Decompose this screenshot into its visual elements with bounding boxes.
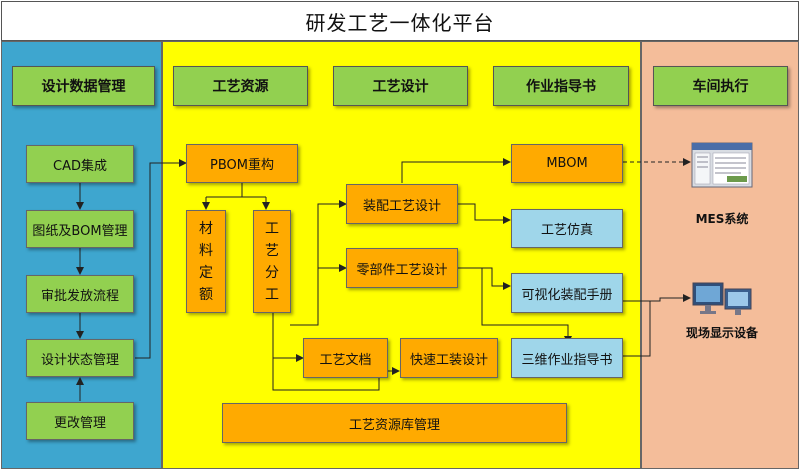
process-design-header: 工艺设计 bbox=[333, 66, 468, 106]
design-status-box[interactable]: 设计状态管理 bbox=[26, 339, 134, 377]
material-quota-char: 材 bbox=[199, 220, 213, 237]
3d-work-instruction-box[interactable]: 三维作业指导书 bbox=[511, 338, 623, 378]
workshop-column bbox=[641, 41, 799, 469]
design-data-column bbox=[1, 41, 162, 469]
process-division-char: 分 bbox=[265, 264, 279, 281]
change-management-box[interactable]: 更改管理 bbox=[26, 402, 134, 440]
design-data-header: 设计数据管理 bbox=[12, 66, 155, 106]
drawing-bom-box[interactable]: 图纸及BOM管理 bbox=[26, 210, 134, 248]
material-quota-char: 额 bbox=[199, 286, 213, 303]
parts-process-design-box[interactable]: 零部件工艺设计 bbox=[346, 248, 458, 288]
arrow-division-to-docs bbox=[272, 313, 304, 362]
arrow-assembly-to-simulation bbox=[458, 203, 511, 224]
process-resource-header: 工艺资源 bbox=[173, 66, 308, 106]
arrow-division-to-assembly bbox=[290, 200, 347, 326]
arrow-visual-to-display bbox=[623, 294, 691, 302]
process-division-char: 工 bbox=[265, 220, 279, 237]
visual-assembly-manual-box[interactable]: 可视化装配手册 bbox=[511, 273, 623, 313]
mes-system-label: MES系统 bbox=[695, 212, 749, 226]
process-division-char: 工 bbox=[265, 286, 279, 303]
arrow-3d-to-display bbox=[623, 301, 651, 357]
workshop-execution-header: 车间执行 bbox=[653, 66, 788, 106]
process-docs-box[interactable]: 工艺文档 bbox=[303, 338, 388, 378]
process-simulation-box[interactable]: 工艺仿真 bbox=[511, 209, 623, 248]
arrow-status-to-pbom bbox=[135, 159, 187, 359]
mbom-box[interactable]: MBOM bbox=[511, 144, 623, 183]
display-device-icon bbox=[691, 281, 753, 321]
arrow-parts-to-visual bbox=[458, 267, 511, 290]
fast-fixture-design-box[interactable]: 快速工装设计 bbox=[400, 338, 498, 378]
approval-release-box[interactable]: 审批发放流程 bbox=[26, 275, 134, 313]
mes-system-icon bbox=[691, 142, 753, 194]
resource-library-box[interactable]: 工艺资源库管理 bbox=[222, 403, 567, 443]
arrow-parts-to-3d bbox=[481, 268, 572, 344]
page-title: 研发工艺一体化平台 bbox=[1, 1, 799, 41]
display-device-label: 现场显示设备 bbox=[685, 326, 758, 340]
process-division-char: 艺 bbox=[265, 242, 279, 259]
material-quota-box[interactable]: 材 料 定 额 bbox=[186, 210, 226, 313]
cad-integration-box[interactable]: CAD集成 bbox=[26, 145, 134, 183]
pbom-rebuild-box[interactable]: PBOM重构 bbox=[186, 144, 298, 183]
assembly-process-design-box[interactable]: 装配工艺设计 bbox=[346, 184, 458, 224]
process-division-box[interactable]: 工 艺 分 工 bbox=[253, 210, 291, 313]
work-instruction-header: 作业指导书 bbox=[493, 66, 629, 106]
material-quota-char: 定 bbox=[199, 264, 213, 281]
material-quota-char: 料 bbox=[199, 242, 213, 259]
arrow-assembly-to-mbom bbox=[401, 158, 511, 183]
